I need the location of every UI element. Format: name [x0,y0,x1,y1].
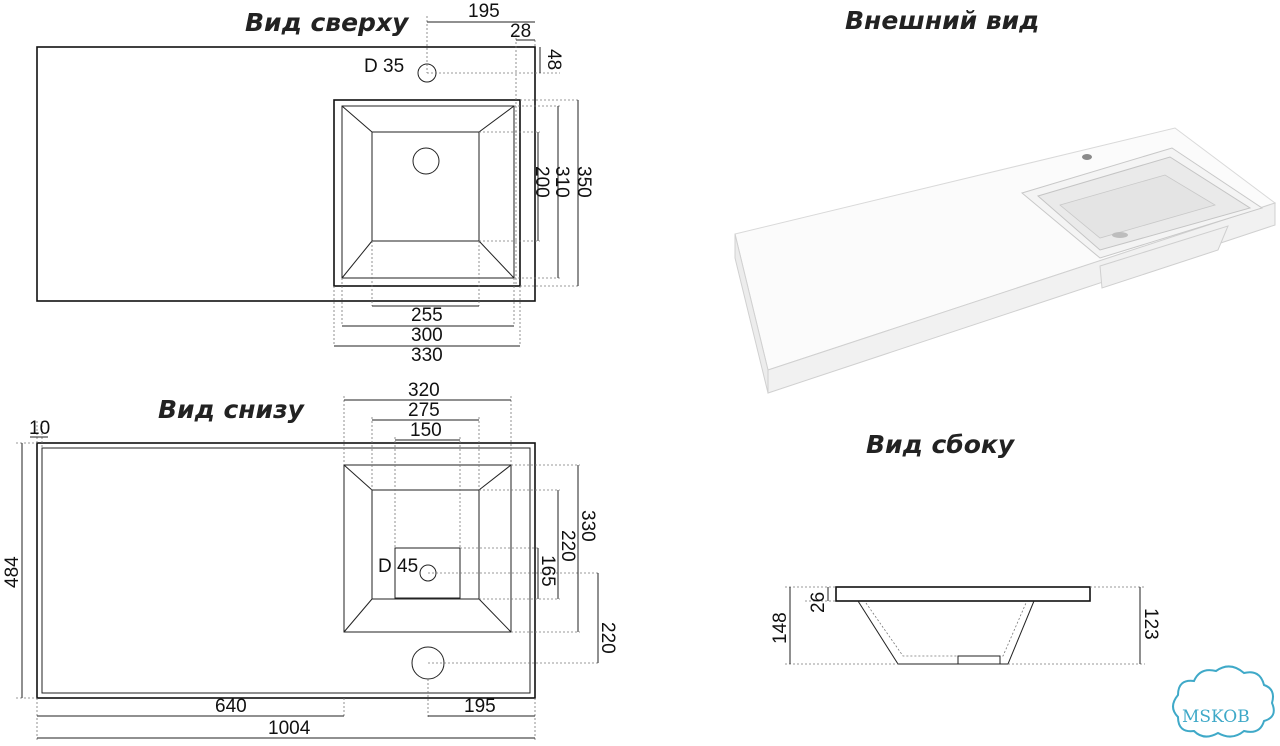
exterior-basin-skirt [1099,225,1229,289]
dim-bottom-d45: D 45 [378,556,418,577]
logo-cloud-shape [1172,665,1275,738]
dim-bottom-220-faucet: 220 [597,622,618,654]
exterior-3d-render [734,127,1277,394]
exterior-basin-floor [1059,174,1216,239]
dim-bottom-1004: 1004 [268,718,311,739]
dim-top-330: 330 [411,345,443,366]
title-bottom-view: Вид снизу [158,395,306,424]
top-basin-rim [341,105,515,279]
title-top-view: Вид сверху [245,8,410,37]
top-countertop-outline [36,46,536,302]
bottom-basin-outer [343,464,512,633]
side-view-drawing [785,586,1145,665]
dim-top-48: 48 [543,49,564,70]
dim-bottom-640: 640 [215,696,247,717]
top-drain-hole [412,147,440,175]
exterior-drain-icon [1112,232,1128,238]
title-exterior-view: Внешний вид [845,6,1039,35]
logo-text: MSKOB [1182,707,1250,727]
top-basin-outer [333,99,521,287]
top-view-drawing [36,16,580,347]
title-side-view: Вид сбоку [866,430,1016,459]
dim-bottom-220: 220 [557,530,578,562]
dim-top-350: 350 [573,166,594,198]
top-basin-floor [371,131,480,242]
dim-side-26: 26 [808,592,829,613]
dim-bottom-150: 150 [410,420,442,441]
dim-top-195: 195 [468,1,500,22]
dim-bottom-10: 10 [29,418,50,439]
bottom-view-drawing [16,396,600,742]
dim-top-200: 200 [531,166,552,198]
dim-bottom-165: 165 [537,555,558,587]
dim-top-d35: D 35 [364,56,404,77]
dim-top-310: 310 [551,166,572,198]
side-drain-stub [957,655,1001,665]
dim-top-28: 28 [510,21,531,42]
dim-top-255: 255 [411,305,443,326]
dim-bottom-330: 330 [577,510,598,542]
side-basin-profile [857,600,1035,665]
dim-bottom-484: 484 [2,556,23,588]
dim-bottom-195: 195 [464,696,496,717]
bottom-countertop-inner-edge [41,447,531,694]
side-countertop-profile [835,586,1091,602]
bottom-countertop-outline [36,442,536,699]
dim-top-300: 300 [411,325,443,346]
dim-side-123: 123 [1140,608,1161,640]
dim-bottom-320: 320 [408,380,440,401]
dim-side-148: 148 [770,612,791,644]
dim-bottom-275: 275 [408,400,440,421]
mskob-logo: MSKOB [1172,665,1275,738]
exterior-faucet-hole-icon [1082,154,1092,160]
bottom-basin-floor [371,489,480,600]
